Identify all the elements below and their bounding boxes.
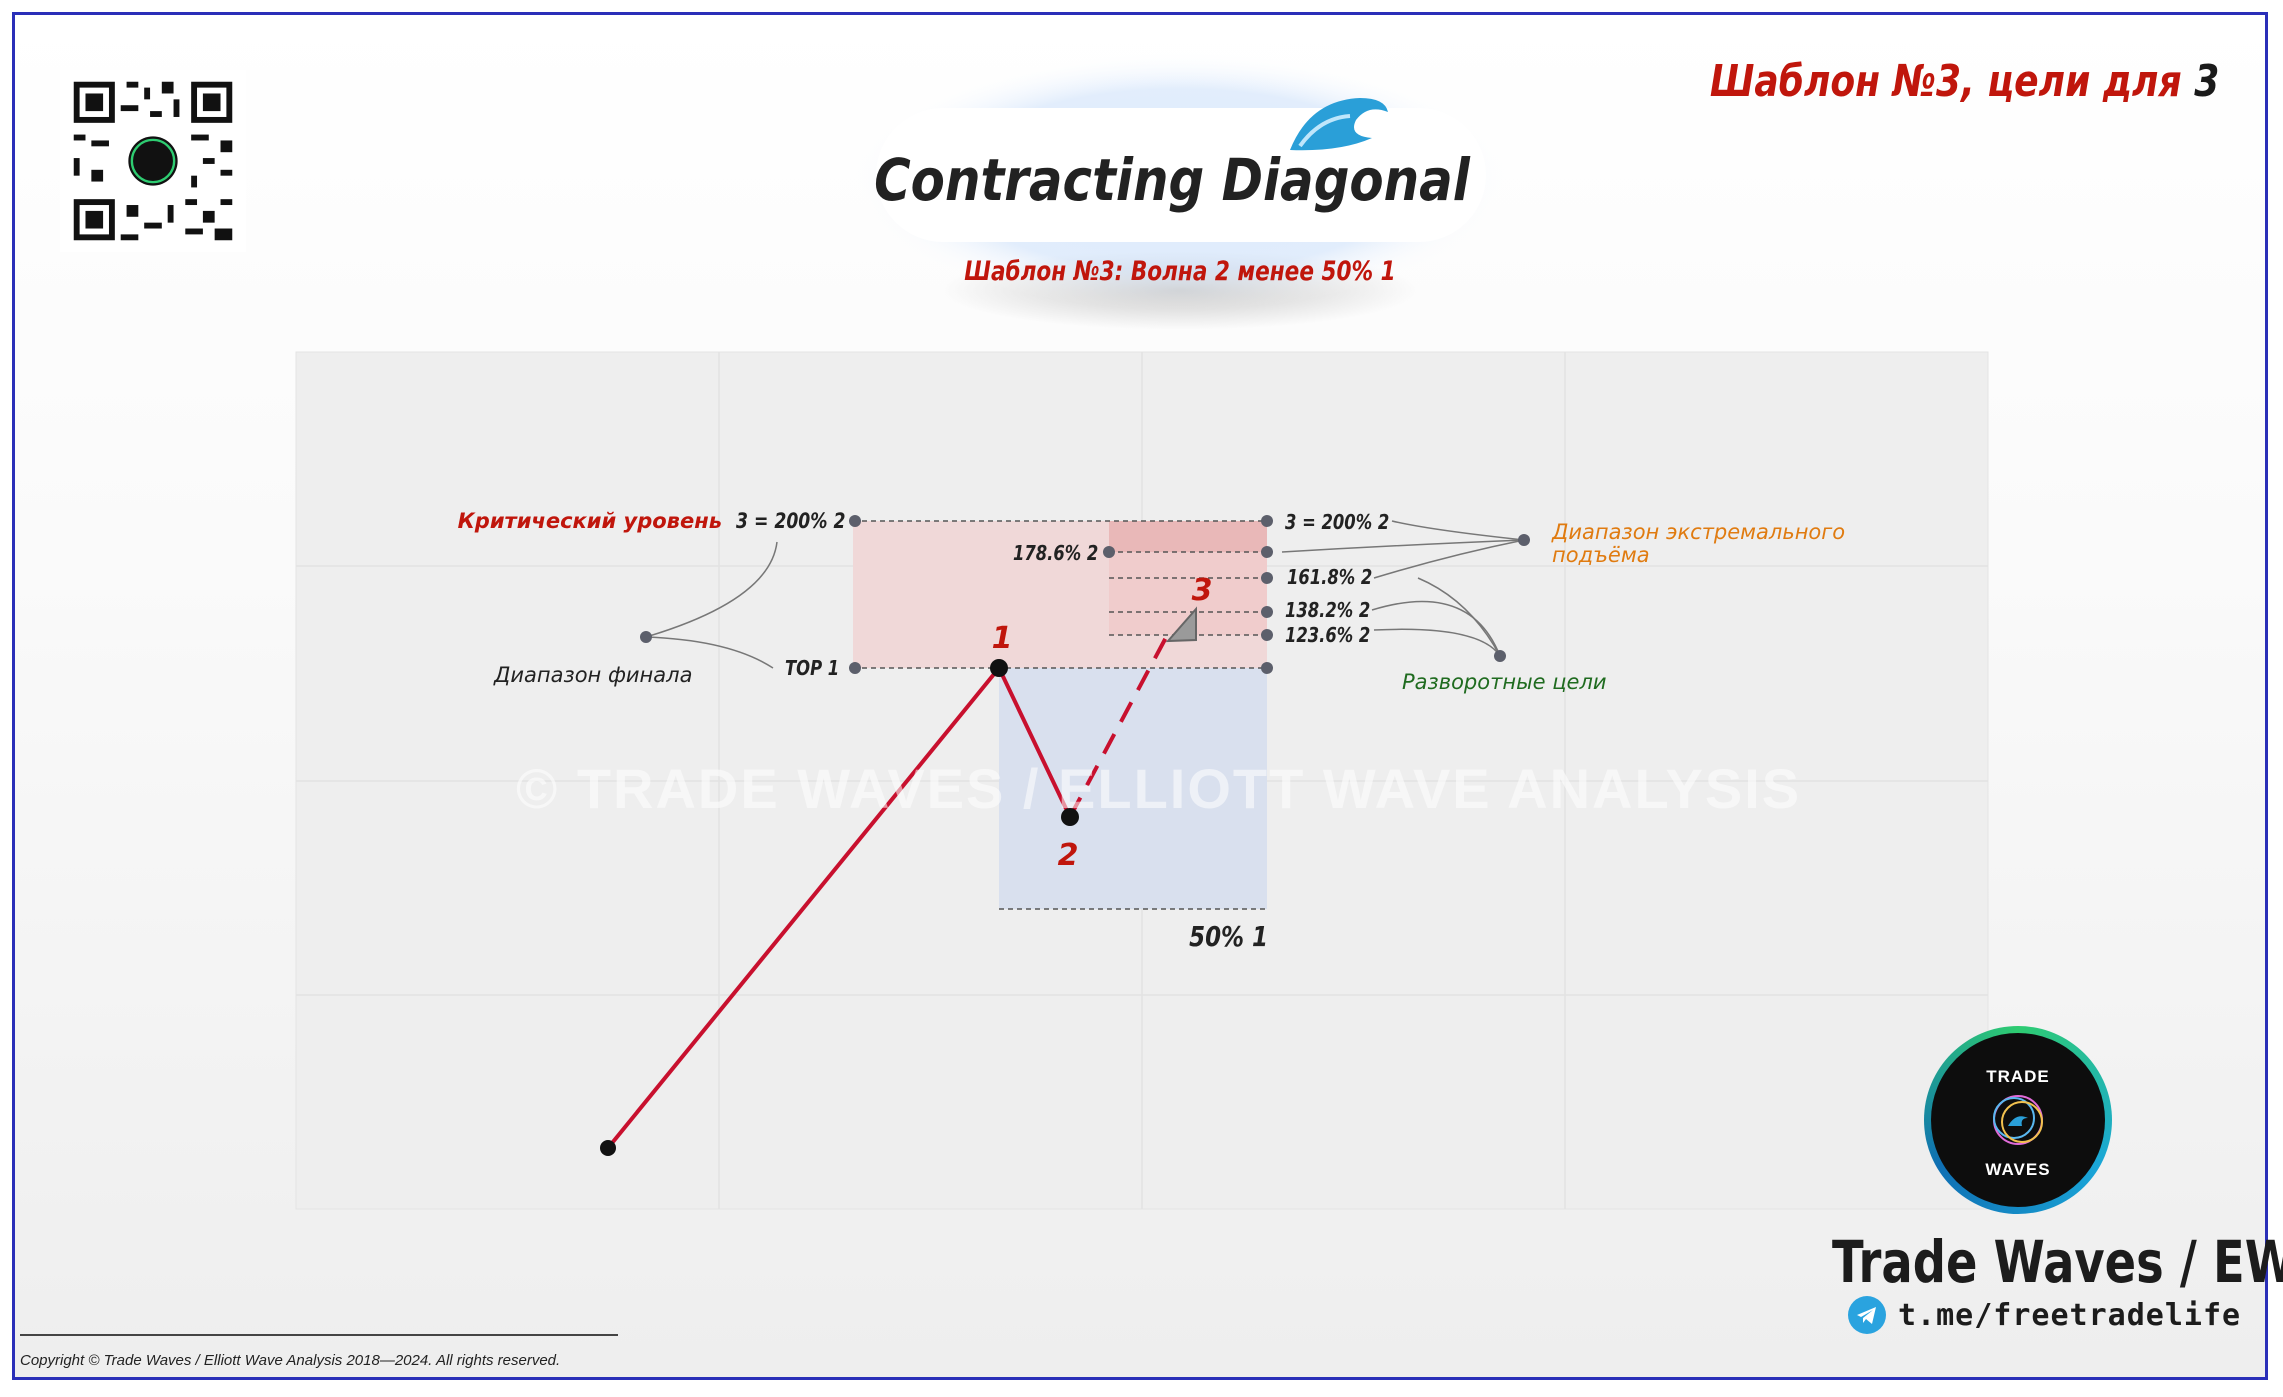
critical-level-label: Критический уровень: [458, 509, 722, 533]
arrow-head-icon: [1165, 606, 1197, 643]
wave3-label: 3: [1192, 573, 1213, 608]
logo-text-top: TRADE: [1986, 1067, 2050, 1086]
brand-name: Trade Waves / EWA: [1832, 1228, 2283, 1296]
qr-code: [60, 70, 246, 252]
extreme-range-label-line1: Диапазон экстремального: [1551, 520, 1845, 544]
logo-wave-icon: [1993, 1095, 2043, 1145]
extreme-range-label-line2: подъёма: [1552, 543, 1650, 567]
template-title: Шаблон №3, цели для 3: [1709, 56, 2219, 107]
telegram-url[interactable]: t.me/freetradelife: [1898, 1297, 2242, 1333]
wave-icon: [1290, 98, 1388, 151]
extreme-zone-top: [1109, 521, 1267, 552]
wave2-label: 2: [1058, 838, 1079, 873]
telegram-link[interactable]: t.me/freetradelife: [1848, 1296, 2241, 1334]
page-subtitle: Шаблон №3: Волна 2 менее 50% 1: [964, 255, 1395, 287]
level-200-right-label: 3 = 200% 2: [1285, 512, 1389, 535]
level-1618-label: 161.8% 2: [1287, 567, 1372, 590]
connector-lines: [645, 520, 1525, 669]
level-1236-label: 123.6% 2: [1285, 625, 1370, 648]
copyright: Copyright © Trade Waves / Elliott Wave A…: [20, 1352, 561, 1369]
level-lines: [853, 520, 1267, 910]
wave2-point: [1061, 808, 1079, 826]
page-title: Contracting Diagonal: [874, 146, 1471, 214]
telegram-icon: [1848, 1296, 1886, 1334]
level-1382-label: 138.2% 2: [1285, 600, 1370, 623]
wave1-label: 1: [992, 621, 1013, 656]
logo-text-bottom: WAVES: [1985, 1160, 2051, 1179]
final-range-label: Диапазон финала: [493, 663, 692, 687]
wave0-point: [600, 1140, 616, 1156]
level-50-label: 50% 1: [1189, 921, 1268, 954]
wave2-zone: [999, 668, 1267, 909]
level-1786-label: 178.6% 2: [1013, 543, 1098, 566]
trade-waves-logo: TRADE WAVES: [1924, 1026, 2112, 1214]
reversal-targets-label: Разворотные цели: [1402, 670, 1607, 694]
footer-divider: [20, 1334, 618, 1336]
level-200-left-label: 3 = 200% 2: [736, 508, 845, 533]
level-markers: [640, 515, 1530, 674]
wave1-point: [990, 659, 1008, 677]
watermark: © TRADE WAVES / ELLIOTT WAVE ANALYSIS: [516, 757, 1802, 820]
top1-label: TOP 1: [785, 658, 839, 681]
